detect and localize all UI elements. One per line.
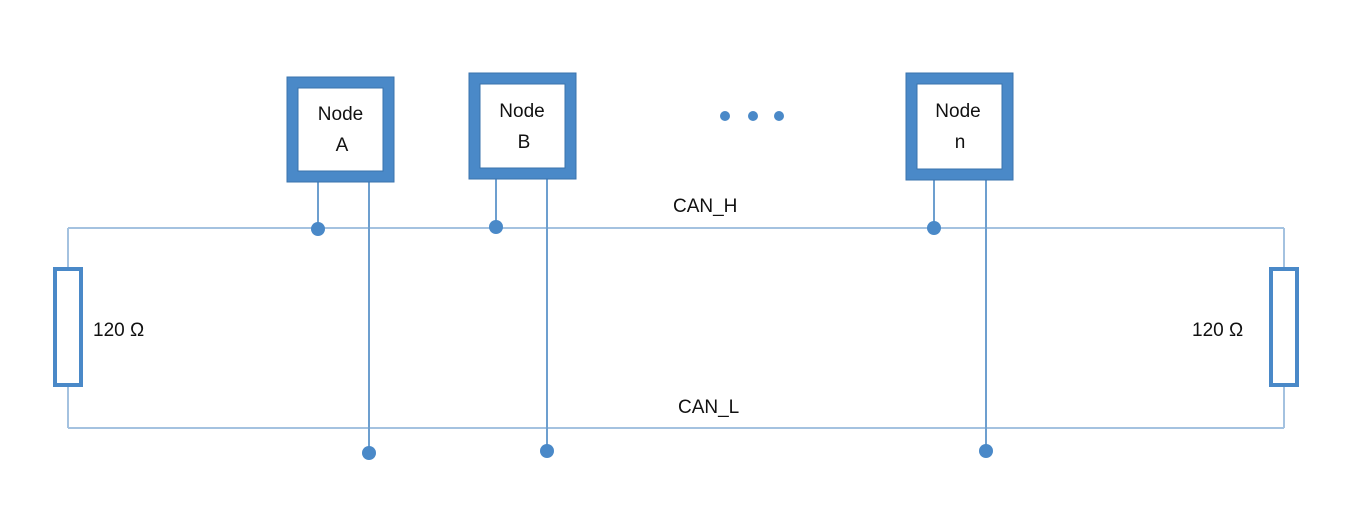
right-resistor-label: 120 Ω bbox=[1192, 320, 1243, 341]
node-n-can-l-terminal bbox=[979, 444, 993, 458]
node-b-letter: B bbox=[518, 132, 531, 153]
node-b-title: Node bbox=[499, 101, 544, 122]
node-n-letter: n bbox=[955, 132, 966, 153]
can-l-bus bbox=[67, 385, 1285, 429]
ellipsis-dot-2 bbox=[748, 111, 758, 121]
can-h-label: CAN_H bbox=[673, 196, 737, 217]
node-n-body bbox=[916, 83, 1003, 170]
node-b-body bbox=[479, 83, 566, 169]
node-a-body bbox=[297, 87, 384, 172]
node-a: Node A bbox=[286, 76, 395, 460]
node-n-title: Node bbox=[935, 101, 980, 122]
can-h-bus bbox=[67, 227, 1285, 269]
node-a-can-h-junction bbox=[311, 222, 325, 236]
ellipsis-dot-3 bbox=[774, 111, 784, 121]
ellipsis-dot-1 bbox=[720, 111, 730, 121]
left-resistor bbox=[53, 267, 83, 387]
can-l-label: CAN_L bbox=[678, 397, 739, 418]
more-nodes-ellipsis bbox=[720, 111, 784, 121]
node-n-can-h-junction bbox=[927, 221, 941, 235]
node-b-can-l-terminal bbox=[540, 444, 554, 458]
right-resistor bbox=[1269, 267, 1299, 387]
node-n: Node n bbox=[905, 72, 1014, 458]
node-b-can-h-junction bbox=[489, 220, 503, 234]
left-resistor-label: 120 Ω bbox=[93, 320, 144, 341]
node-a-title: Node bbox=[318, 104, 363, 125]
node-a-can-l-terminal bbox=[362, 446, 376, 460]
node-b: Node B bbox=[468, 72, 577, 458]
node-a-letter: A bbox=[336, 135, 349, 156]
